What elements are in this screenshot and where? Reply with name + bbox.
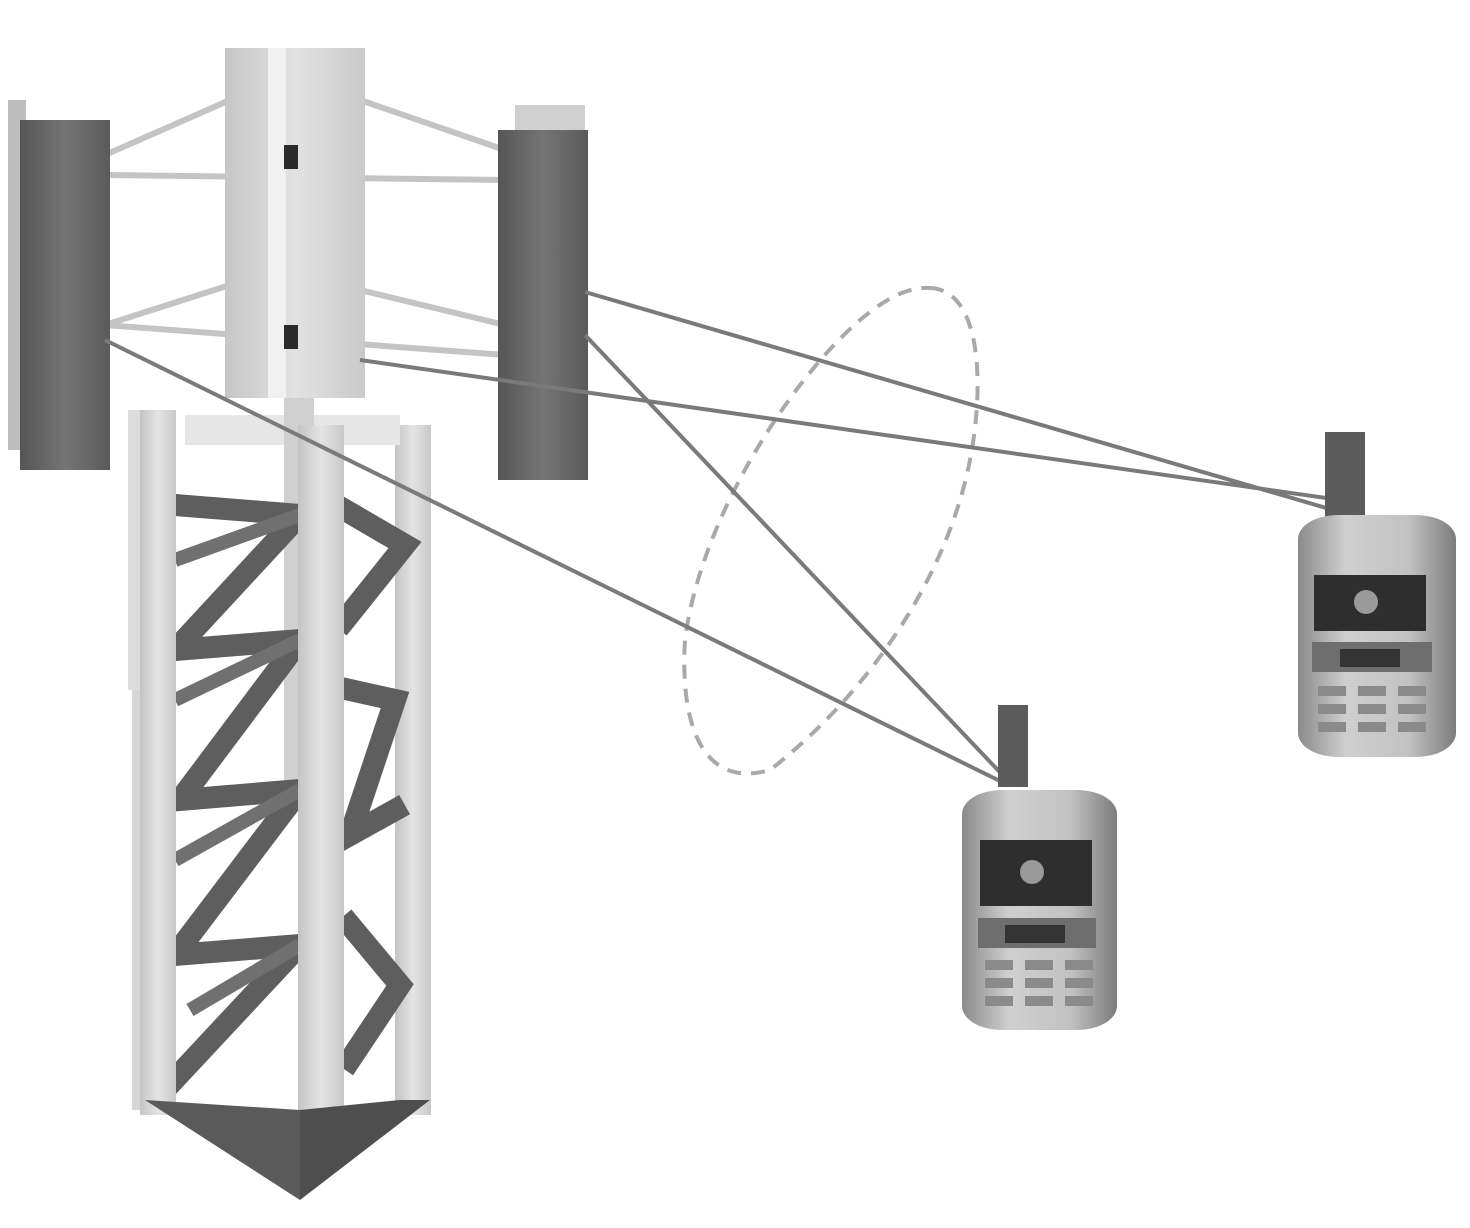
antenna-left	[8, 100, 110, 470]
antenna-right	[498, 105, 588, 480]
link-left-to-near-phone	[104, 338, 1009, 787]
link-right-to-far-phone	[584, 290, 1341, 514]
lattice-tower	[128, 380, 431, 1200]
link-center-to-far-phone	[359, 358, 1341, 502]
radiation-lobe	[682, 285, 980, 776]
phone-antenna	[1325, 432, 1365, 517]
phone-antenna	[998, 705, 1028, 787]
phone-keypad	[985, 960, 1093, 1006]
phone-keypad	[1318, 686, 1426, 732]
link-right-to-near-phone	[583, 333, 1014, 787]
antenna-center	[225, 48, 365, 398]
mobile-phone-near	[962, 705, 1117, 1030]
signal-links	[104, 290, 1341, 787]
mobile-phone-far	[1298, 432, 1456, 757]
